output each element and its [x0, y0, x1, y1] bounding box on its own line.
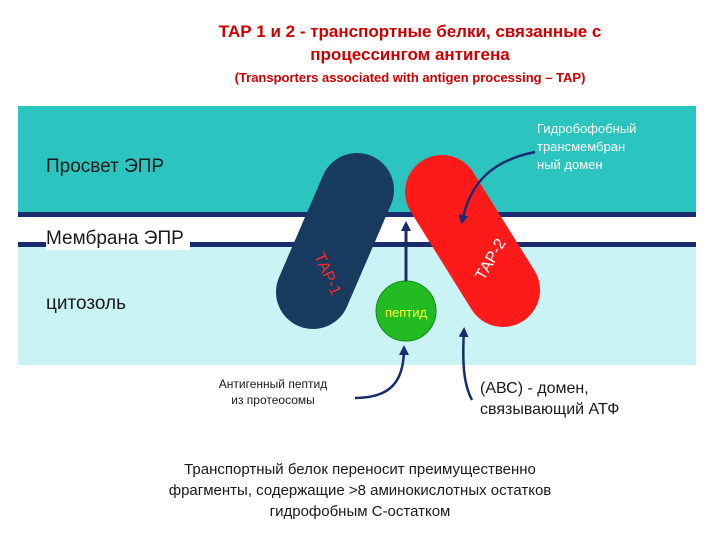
peptide: пептид — [375, 280, 437, 342]
hydrophobic-line-2: трансмембран — [537, 139, 626, 154]
tap1-protein: ТАР-1 — [276, 153, 394, 329]
page-title: ТАР 1 и 2 - транспортные белки, связанны… — [150, 20, 670, 66]
lumen-label: Просвет ЭПР — [46, 156, 165, 177]
peptide-label: пептид — [385, 305, 428, 320]
peptide-origin-label: Антигенный пептид из протеосомы — [184, 376, 362, 408]
page-subtitle: (Transporters associated with antigen pr… — [234, 70, 586, 85]
abc-line-1: (АВС) - домен, — [480, 380, 589, 397]
abc-pointer-arrow — [458, 327, 474, 401]
peptide-origin-arrow — [354, 345, 409, 400]
title-line-2: процессингом антигена — [310, 45, 510, 64]
footer-line-1: Транспортный белок переносит преимуществ… — [184, 461, 536, 478]
cytosol-label: цитозоль — [46, 293, 126, 314]
peptide-origin-line-1: Антигенный пептид — [218, 377, 328, 391]
peptide-origin-line-2: из протеосомы — [231, 393, 315, 407]
hydrophobic-line-3: ный домен — [537, 157, 603, 172]
title-line-1: ТАР 1 и 2 - транспортные белки, связанны… — [218, 22, 602, 41]
hydrophobic-pointer-arrow — [458, 150, 536, 225]
abc-domain-label: (АВС) - домен, связывающий АТФ — [480, 378, 700, 420]
hydrophobic-line-1: Гидробофобный — [537, 121, 637, 136]
tap2-body — [405, 155, 540, 327]
footer-note: Транспортный белок переносит преимуществ… — [80, 459, 640, 522]
tap1-body — [276, 153, 394, 329]
tap2-protein: ТАР-2 — [405, 155, 540, 327]
footer-line-2: фрагменты, содержащие >8 аминокислотных … — [168, 482, 552, 499]
hydrophobic-domain-label: Гидробофобный трансмембран ный домен — [537, 120, 687, 174]
membrane-label: Мембрана ЭПР — [46, 228, 190, 250]
footer-line-3: гидрофобным С-остатком — [269, 503, 451, 520]
abc-line-2: связывающий АТФ — [480, 401, 620, 418]
